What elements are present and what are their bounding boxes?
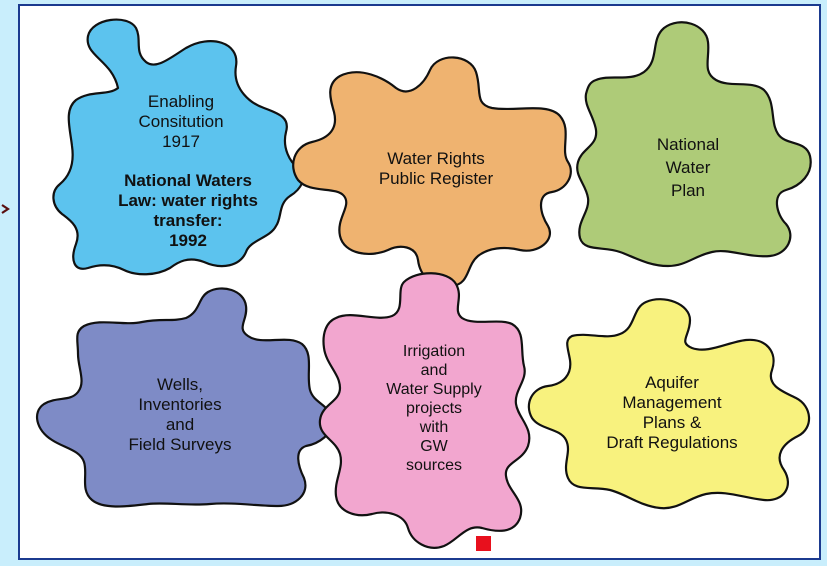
piece-label-irrigation-4: projects bbox=[406, 400, 462, 417]
piece-label-wells-3: and bbox=[166, 415, 194, 434]
piece-label-irrigation-5: with bbox=[419, 419, 448, 436]
piece-label-constitution-7: 1992 bbox=[169, 231, 207, 250]
piece-label-irrigation-7: sources bbox=[406, 457, 462, 474]
piece-label-wells-2: Inventories bbox=[138, 395, 221, 414]
piece-label-aquifer-1: Aquifer bbox=[645, 373, 699, 392]
piece-label-constitution-5: Law: water rights bbox=[118, 191, 258, 210]
piece-label-wells-4: Field Surveys bbox=[129, 435, 232, 454]
piece-label-constitution-6: transfer: bbox=[154, 211, 223, 230]
piece-label-water-plan-1: National bbox=[657, 135, 719, 154]
piece-label-wells-1: Wells, bbox=[157, 375, 203, 394]
puzzle-piece-wells: Wells, Inventories and Field Surveys bbox=[35, 287, 334, 508]
red-marker bbox=[476, 536, 491, 551]
piece-label-irrigation-2: and bbox=[421, 362, 448, 379]
puzzle-piece-constitution: Enabling Consitution 1917 National Water… bbox=[52, 18, 305, 276]
piece-label-constitution-1: Enabling bbox=[148, 92, 214, 111]
piece-label-irrigation-1: Irrigation bbox=[403, 343, 465, 360]
piece-label-irrigation-3: Water Supply bbox=[386, 381, 481, 398]
piece-label-aquifer-2: Management bbox=[622, 393, 722, 412]
piece-label-register-1: Water Rights bbox=[387, 149, 485, 168]
arrow-right-icon bbox=[1, 204, 10, 214]
piece-label-aquifer-4: Draft Regulations bbox=[606, 433, 737, 452]
piece-label-register-2: Public Register bbox=[379, 169, 494, 188]
piece-label-irrigation-6: GW bbox=[420, 438, 448, 455]
piece-label-constitution-2: Consitution bbox=[138, 112, 223, 131]
puzzle-piece-aquifer: Aquifer Management Plans & Draft Regulat… bbox=[527, 298, 811, 510]
piece-label-aquifer-3: Plans & bbox=[643, 413, 702, 432]
piece-label-water-plan-2: Water bbox=[666, 158, 711, 177]
puzzle-piece-irrigation: Irrigation and Water Supply projects wit… bbox=[318, 272, 531, 549]
puzzle-piece-water-plan: National Water Plan bbox=[576, 21, 812, 268]
puzzle-piece-register: Water Rights Public Register bbox=[292, 56, 572, 288]
piece-label-water-plan-3: Plan bbox=[671, 181, 705, 200]
piece-label-constitution-3: 1917 bbox=[162, 132, 200, 151]
piece-label-constitution-4: National Waters bbox=[124, 171, 252, 190]
